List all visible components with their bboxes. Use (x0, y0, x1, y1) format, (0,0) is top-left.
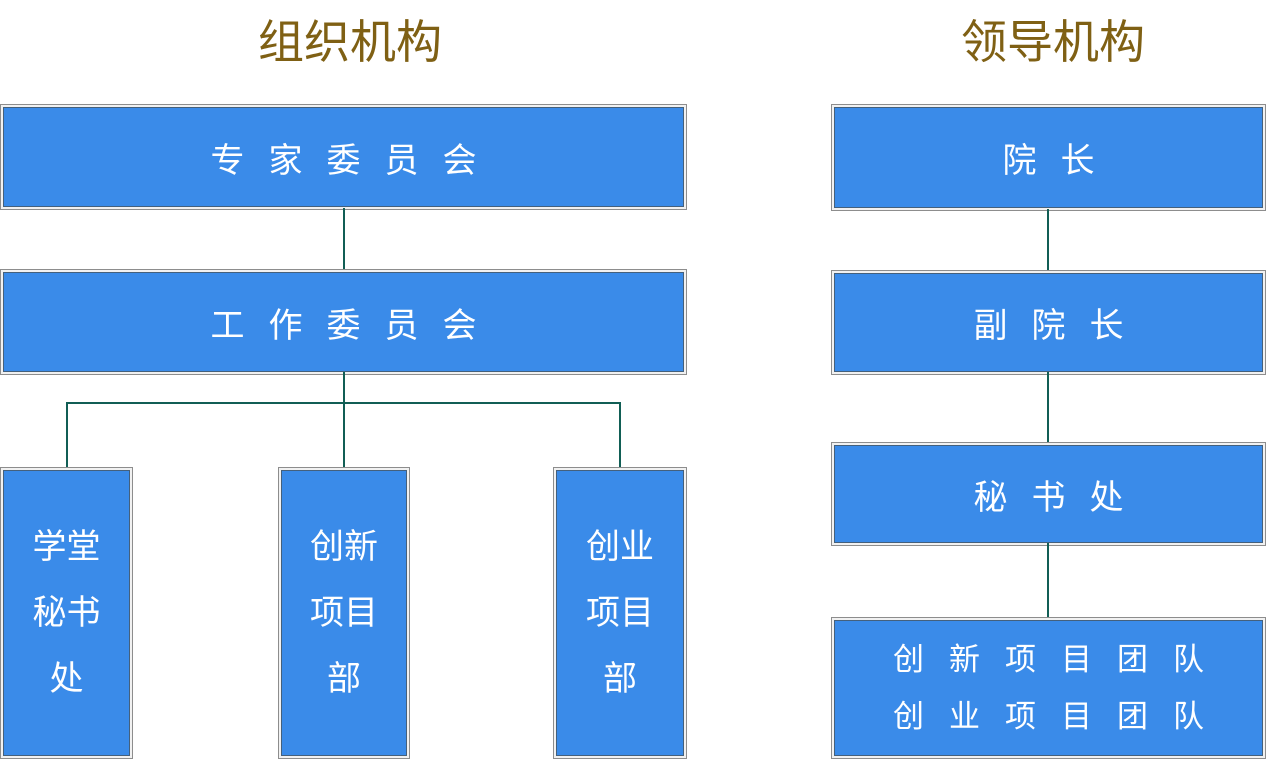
connector-expert-to-work (343, 208, 345, 273)
node-entrepreneurship-dept: 创业 项目 部 (556, 470, 684, 756)
node-innovation-dept: 创新 项目 部 (281, 470, 407, 756)
node-dean: 院长 (834, 107, 1263, 208)
node-line: 秘书 (32, 594, 101, 632)
node-line: 创业 (586, 528, 654, 566)
node-line: 创新 (310, 528, 378, 566)
node-line: 处 (49, 660, 84, 698)
connector-dean-to-vice-dean (1047, 209, 1049, 273)
leadership-chart-title: 领导机构 (961, 17, 1145, 68)
node-vice-dean: 副院长 (834, 273, 1263, 372)
connector-drop-middle (343, 403, 345, 470)
connector-work-stem (343, 372, 345, 403)
node-line: 部 (327, 660, 361, 698)
connector-drop-left (66, 403, 68, 470)
org-chart-title: 组织机构 (258, 17, 442, 68)
connector-drop-right (619, 403, 621, 470)
node-line: 学堂 (32, 528, 101, 566)
node-work-committee: 工作委员会 (3, 272, 684, 372)
node-expert-committee: 专家委员会 (3, 107, 684, 207)
node-line: 项目 (586, 594, 654, 632)
node-line: 创新项目团队 (893, 642, 1229, 677)
node-line: 创业项目团队 (893, 699, 1229, 734)
node-school-secretariat: 学堂 秘书 处 (3, 470, 130, 756)
node-line: 项目 (310, 594, 378, 632)
node-line: 部 (603, 660, 637, 698)
node-secretariat: 秘书处 (834, 445, 1263, 543)
connector-vice-dean-to-secretariat (1047, 372, 1049, 445)
node-project-teams: 创新项目团队 创业项目团队 (834, 620, 1263, 756)
connector-secretariat-to-teams (1047, 543, 1049, 620)
